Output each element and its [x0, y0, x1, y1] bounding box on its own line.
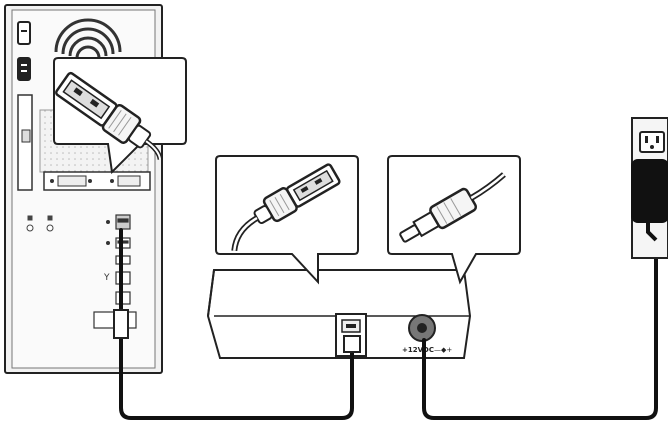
drive-bay-slot [17, 21, 31, 45]
usb-plug-at-device [343, 335, 361, 353]
svg-text:Y: Y [103, 273, 110, 283]
fan-grille [54, 18, 122, 59]
polarity-symbol: —◆+ [434, 346, 452, 354]
usb-type-a-plug-icon [231, 163, 341, 252]
audio-jacks [26, 215, 54, 232]
usb-type-a-plug-icon [55, 71, 163, 160]
device-usb-callout [215, 155, 359, 285]
scanner-device: +12VDC —◆+ [206, 269, 472, 359]
power-adapter-icon [631, 159, 668, 242]
ethernet-port [93, 311, 115, 329]
power-label: +12VDC [402, 346, 434, 354]
drive-bay-slot [17, 57, 31, 81]
dc-barrel-plug-icon [399, 172, 506, 243]
power-cable [422, 236, 658, 420]
usb-cable-callout [53, 57, 187, 175]
usb-cable [119, 228, 354, 420]
dc-power-jack [408, 314, 436, 342]
usb-plug-at-pc [113, 309, 129, 339]
power-plug-callout [387, 155, 521, 285]
